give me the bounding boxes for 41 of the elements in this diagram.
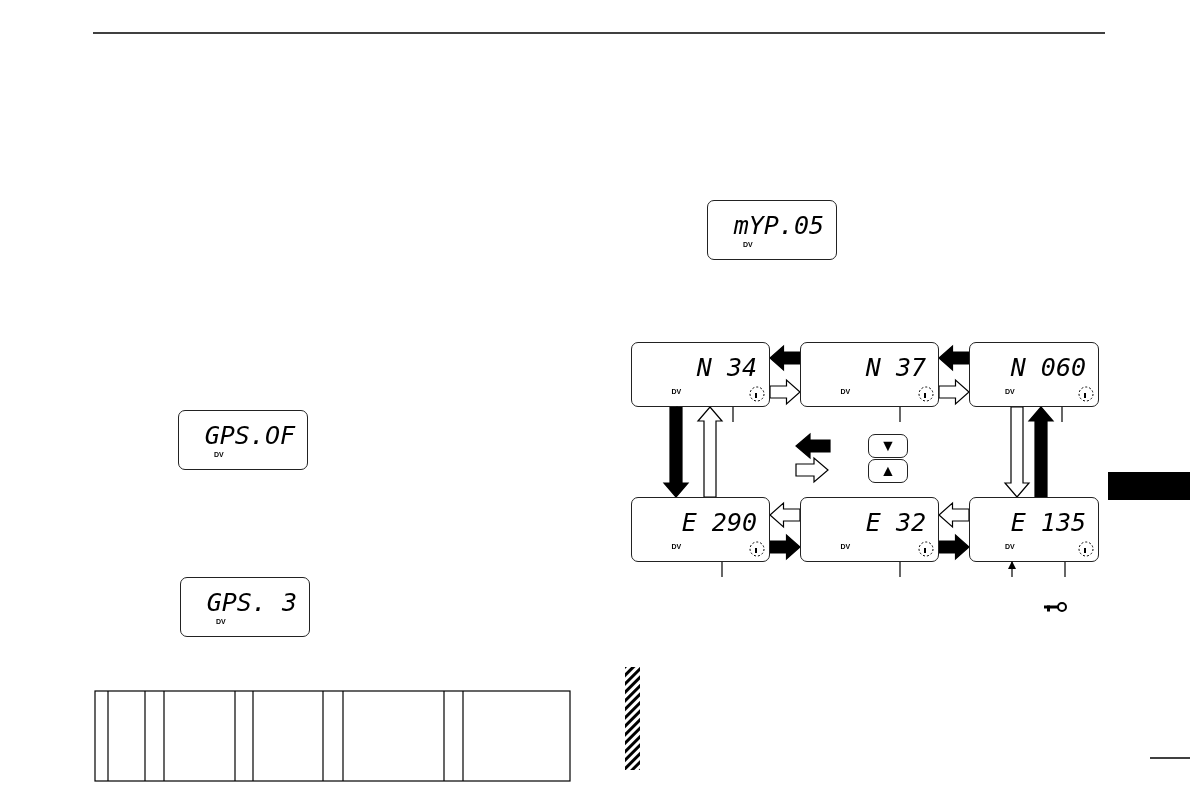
leader-line (1008, 561, 1016, 578)
segment-readout: E 135 (1010, 507, 1086, 539)
segment-readout: mYP.05 (733, 210, 824, 242)
segment-readout: GPS.OF (204, 420, 295, 452)
hatched-note-bar (625, 667, 640, 770)
lcd-display (707, 200, 837, 260)
lcd-display (800, 342, 939, 407)
block-arrow (769, 501, 801, 529)
segment-readout: N 060 (1010, 352, 1086, 384)
key-button: ▲ (868, 459, 908, 483)
block-arrow (696, 406, 724, 498)
lcd-display (969, 342, 1099, 407)
segment-readout: E 32 (865, 507, 926, 539)
block-arrow (662, 406, 690, 498)
block-arrow (938, 378, 970, 406)
segment-readout: E 290 (681, 507, 757, 539)
block-arrow (938, 533, 970, 561)
block-arrow (769, 344, 801, 372)
leader-line (721, 561, 723, 578)
block-arrow (938, 344, 970, 372)
block-arrow (769, 533, 801, 561)
block-arrow (1027, 406, 1055, 498)
segment-readout: N 34 (696, 352, 757, 384)
block-arrow (938, 501, 970, 529)
leader-line (732, 406, 734, 423)
leader-line (899, 561, 901, 578)
lcd-display (800, 497, 939, 562)
section-tab (1108, 472, 1190, 500)
leader-line (899, 406, 901, 423)
lcd-display (631, 342, 770, 407)
block-arrow (769, 378, 801, 406)
key-button: ▼ (868, 434, 908, 458)
leader-line (1064, 561, 1066, 578)
leader-line (1061, 406, 1063, 423)
lcd-display (631, 497, 770, 562)
segment-readout: GPS. 3 (206, 587, 297, 619)
lcd-display (180, 577, 310, 637)
segment-readout: N 37 (865, 352, 926, 384)
block-arrow (1003, 406, 1031, 498)
lcd-display (178, 410, 308, 470)
lcd-display (969, 497, 1099, 562)
